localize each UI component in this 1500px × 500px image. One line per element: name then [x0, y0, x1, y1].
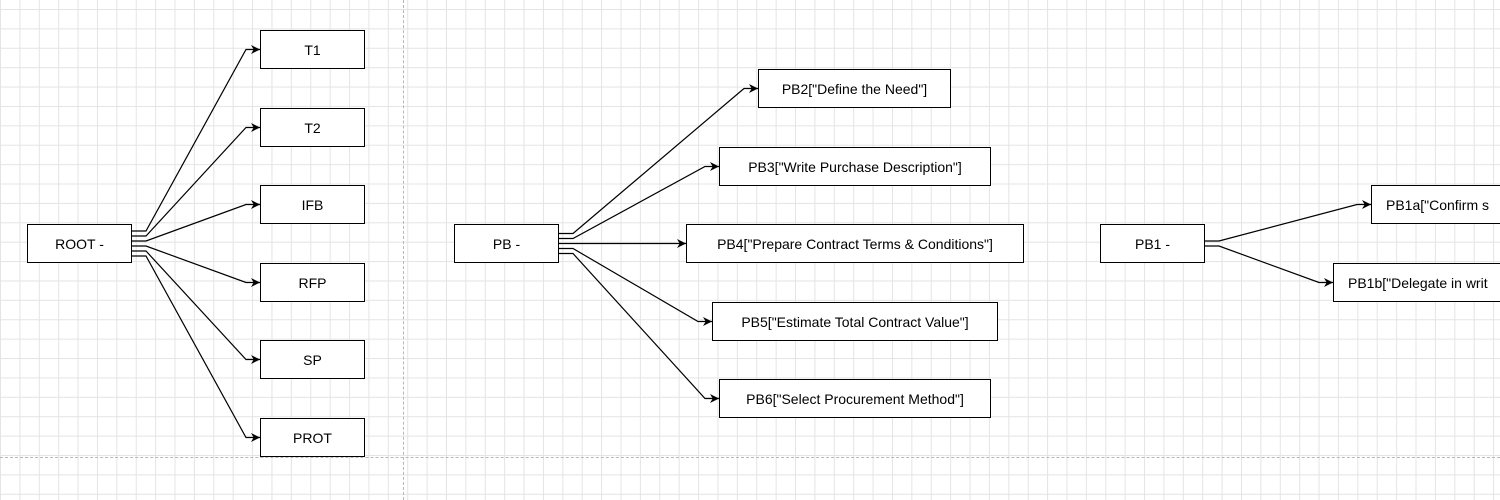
node-prot[interactable]: PROT	[260, 418, 365, 457]
node-pb1b[interactable]: PB1b["Delegate in writ	[1333, 263, 1500, 302]
node-t1[interactable]: T1	[260, 30, 365, 69]
edge-root-t2[interactable]	[132, 123, 260, 237]
node-root[interactable]: ROOT -	[27, 224, 132, 263]
edge-root-ifb[interactable]	[132, 200, 260, 242]
node-pb1a[interactable]: PB1a["Confirm s	[1371, 185, 1500, 224]
node-t2[interactable]: T2	[260, 108, 365, 147]
node-pb[interactable]: PB -	[454, 224, 559, 263]
node-rfp[interactable]: RFP	[260, 263, 365, 302]
node-pb1[interactable]: PB1 -	[1100, 224, 1205, 263]
node-pb5[interactable]: PB5["Estimate Total Contract Value"]	[712, 302, 998, 341]
page-break-vertical	[403, 0, 404, 500]
edge-pb1-pb1b[interactable]	[1205, 245, 1333, 287]
edge-pb1-pb1a[interactable]	[1205, 200, 1371, 242]
edge-root-t1[interactable]	[132, 45, 260, 232]
node-pb4[interactable]: PB4["Prepare Contract Terms & Conditions…	[686, 224, 1024, 263]
edge-root-rfp[interactable]	[132, 245, 260, 287]
page-break-horizontal	[0, 457, 1500, 458]
edge-root-sp[interactable]	[132, 250, 260, 364]
node-ifb[interactable]: IFB	[260, 185, 365, 224]
node-sp[interactable]: SP	[260, 340, 365, 379]
node-pb6[interactable]: PB6["Select Procurement Method"]	[719, 379, 991, 418]
edge-root-prot[interactable]	[132, 255, 260, 442]
edge-pb-pb6[interactable]	[559, 252, 719, 403]
node-pb2[interactable]: PB2["Define the Need"]	[758, 69, 951, 108]
node-pb3[interactable]: PB3["Write Purchase Description"]	[719, 147, 991, 186]
